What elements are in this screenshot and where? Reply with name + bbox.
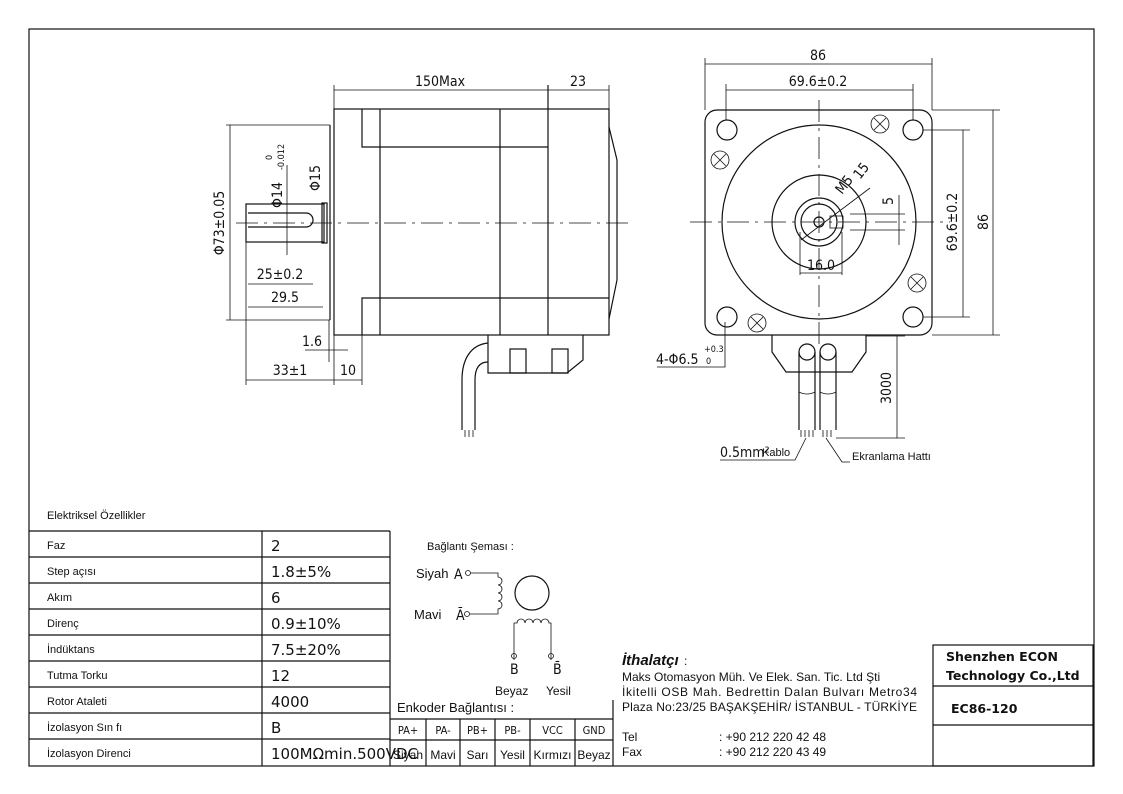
dim-length: 150Max: [415, 74, 466, 90]
dim-holes-tol-lower: 0: [706, 357, 711, 367]
terminal-b: B: [510, 662, 519, 678]
encoder-wire-color: Mavi: [430, 748, 455, 762]
dim-shaft-tol-upper: 0: [265, 155, 275, 160]
encoder-header: VCC: [542, 724, 563, 737]
encoder-wire-color: Sarı: [466, 748, 488, 762]
importer-colon: :: [684, 654, 687, 668]
spec-label: Tutma Torku: [47, 670, 108, 682]
encoder-wire-color: Kırmızı: [534, 748, 572, 762]
encoder-header: PB-: [504, 724, 521, 737]
dim-flange-thickness: 1.6: [302, 334, 322, 350]
spec-label: İzolasyon Sın fı: [47, 721, 122, 734]
front-view: 86 69.6±0.2 69.6±0.2 86 M5 15 5 16.0 4-Φ…: [656, 48, 1000, 463]
importer-company: Maks Otomasyon Müh. Ve Elek. San. Tic. L…: [622, 670, 880, 684]
spec-value: B: [271, 719, 281, 737]
cable-size-label: 0.5mm²: [720, 445, 770, 461]
dim-thread-depth: 15: [851, 160, 873, 182]
encoder-header: PB+: [467, 724, 488, 737]
spec-label: İndüktans: [47, 643, 95, 656]
dim-cable-length: 3000: [879, 372, 895, 404]
wire-a-color: Siyah: [416, 566, 449, 581]
spec-label: Step açısı: [47, 566, 96, 578]
title-block: Shenzhen ECON Technology Co.,Ltd EC86-12…: [932, 644, 1094, 767]
fax-number: : +90 212 220 43 49: [719, 745, 826, 759]
importer-address-1: İkitelli OSB Mah. Bedrettin Dalan Bulvar…: [622, 685, 917, 699]
shield-label: Ekranlama Hattı: [852, 451, 931, 463]
dim-shaft-total: 33±1: [273, 363, 308, 379]
wire-b-color: Beyaz: [495, 684, 528, 698]
dim-shaft-tol-lower: -0.012: [277, 144, 287, 170]
importer-block: İthalatçı : Maks Otomasyon Müh. Ve Elek.…: [622, 652, 917, 759]
dim-shaft-end: 23: [570, 74, 586, 90]
wire-a-bar-color: Mavi: [414, 607, 442, 622]
dim-key-depth: 5: [881, 197, 897, 205]
encoder-wire-color: Siyah: [393, 748, 423, 762]
encoder-wire-color: Yesil: [500, 748, 525, 762]
spec-value: 6: [271, 589, 281, 607]
encoder-title: Enkoder Bağlantısı :: [397, 700, 514, 715]
wiring-title: Bağlantı Şeması :: [427, 541, 514, 553]
spec-value: 1.8±5%: [271, 563, 331, 581]
importer-address-2: Plaza No:23/25 BAŞAKŞEHİR/ İSTANBUL - TÜ…: [622, 700, 917, 714]
encoder-header: PA+: [398, 724, 418, 737]
tel-label: Tel: [622, 730, 637, 744]
company-name-line-1: Shenzhen ECON: [946, 649, 1058, 664]
wiring-diagram: Bağlantı Şeması : Siyah A Mavi Ā B B̄ Be…: [414, 541, 571, 698]
dim-shaft-dia: Φ14: [270, 182, 286, 208]
dim-width: 86: [810, 48, 826, 64]
spec-value: 2: [271, 537, 281, 555]
dim-hole-spacing: 69.6±0.2: [789, 74, 848, 90]
sheet-border: [28, 28, 1095, 767]
dim-shoulder-dia: Φ15: [308, 165, 324, 191]
spec-label: Akım: [47, 592, 72, 604]
fax-label: Fax: [622, 745, 642, 759]
spec-label: Direnç: [47, 618, 79, 630]
dim-key-length: 25±0.2: [257, 267, 304, 283]
spec-label: Rotor Ataleti: [47, 696, 107, 708]
dim-height: 86: [976, 214, 992, 230]
spec-value: 0.9±10%: [271, 615, 341, 633]
side-view: 150Max 23 Φ73±0.05 Φ14 0 -0.012 Φ15 25±0…: [212, 74, 628, 437]
spec-value: 12: [271, 667, 290, 685]
spec-label: İzolasyon Direnci: [47, 747, 131, 760]
spec-label: Faz: [47, 540, 65, 552]
encoder-table: Enkoder Bağlantısı : PA+ Siyah PA- Mavi PB+ S…: [390, 700, 614, 766]
electrical-title: Elektriksel Özellikler: [47, 510, 146, 522]
dim-hole-spacing-vertical: 69.6±0.2: [945, 193, 961, 252]
spec-value: 4000: [271, 693, 309, 711]
encoder-header: GND: [583, 724, 606, 737]
encoder-header: PA-: [435, 724, 451, 737]
terminal-a-bar: Ā: [456, 607, 465, 624]
dim-shaft-length: 29.5: [271, 290, 299, 306]
dim-hub-dia: 16.0: [807, 258, 835, 274]
cable-word-label: Kablo: [762, 447, 790, 459]
spec-value: 100MΩmin.500VDC: [271, 745, 418, 763]
importer-title: İthalatçı: [622, 652, 679, 669]
company-name-line-2: Technology Co.,Ltd: [946, 668, 1080, 683]
encoder-wire-color: Beyaz: [577, 748, 610, 762]
terminal-b-bar: B̄: [553, 660, 562, 678]
dim-thread: M5: [833, 173, 857, 198]
dim-holes-tol-upper: +0.3: [704, 345, 724, 355]
wire-b-bar-color: Yesil: [546, 684, 571, 698]
dim-holes: 4-Φ6.5: [656, 352, 699, 368]
model-number: EC86-120: [951, 701, 1018, 716]
terminal-a: A: [454, 567, 463, 583]
tel-number: : +90 212 220 42 48: [719, 730, 826, 744]
spec-value: 7.5±20%: [271, 641, 341, 659]
dim-pilot: 10: [340, 363, 356, 379]
dim-flange-dia: Φ73±0.05: [212, 191, 228, 256]
